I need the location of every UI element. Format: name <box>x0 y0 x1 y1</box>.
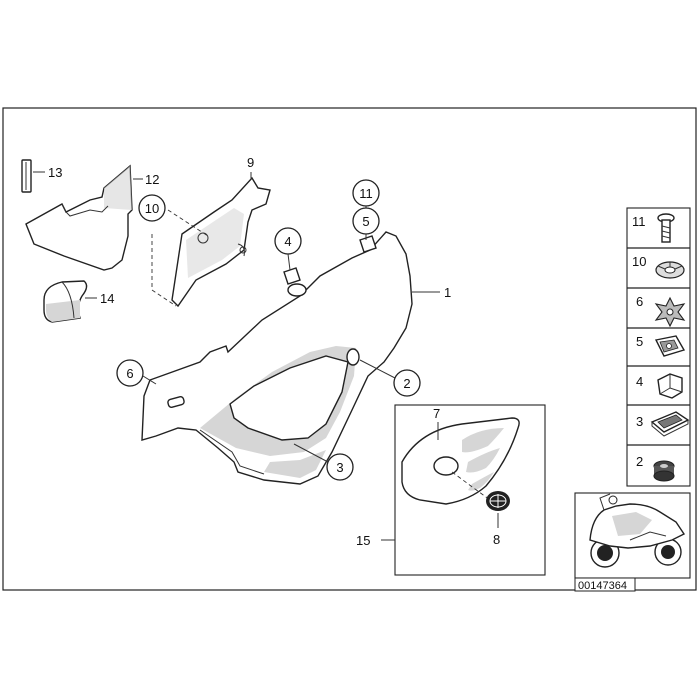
legend-label-4: 4 <box>636 374 643 389</box>
callout-14[interactable]: 14 <box>100 291 114 306</box>
small-parts-legend <box>626 207 691 487</box>
part-1-side-fairing[interactable] <box>141 231 413 485</box>
callout-3[interactable]: 3 <box>336 460 343 475</box>
part-9-inner-panel[interactable] <box>171 176 271 308</box>
lock-washer-icon[interactable] <box>655 261 685 279</box>
callout-15[interactable]: 15 <box>356 533 370 548</box>
callout-8[interactable]: 8 <box>493 532 500 547</box>
motorcycle-icon <box>589 493 686 568</box>
diagram-frame <box>2 107 697 591</box>
part-8-grille[interactable] <box>486 491 510 511</box>
part-13-strip[interactable] <box>21 159 32 193</box>
grommet-icon[interactable] <box>653 460 675 482</box>
callout-6[interactable]: 6 <box>126 366 133 381</box>
legend-label-10: 10 <box>632 254 646 269</box>
legend-label-3: 3 <box>636 414 643 429</box>
callout-2[interactable]: 2 <box>403 376 410 391</box>
diagram-id-box <box>574 577 636 592</box>
screw-icon[interactable] <box>657 213 675 243</box>
legend-label-11: 11 <box>632 214 646 229</box>
callout-9[interactable]: 9 <box>247 155 254 170</box>
callout-1[interactable]: 1 <box>444 285 451 300</box>
legend-label-2: 2 <box>636 454 643 469</box>
legend-label-6: 6 <box>636 294 643 309</box>
part-7-air-duct[interactable] <box>401 417 520 505</box>
part-12-bracket[interactable] <box>25 164 133 271</box>
star-nut-icon[interactable] <box>654 296 686 328</box>
callout-10[interactable]: 10 <box>145 201 159 216</box>
part-14-pad[interactable] <box>43 280 88 323</box>
callout-13[interactable]: 13 <box>48 165 62 180</box>
clip-nut-icon[interactable] <box>654 335 686 357</box>
callout-7[interactable]: 7 <box>433 406 440 421</box>
assembly-15-box <box>394 404 546 576</box>
callout-5[interactable]: 5 <box>362 214 369 229</box>
rubber-pad-icon[interactable] <box>650 411 690 437</box>
callout-11[interactable]: 11 <box>359 186 373 201</box>
callout-4[interactable]: 4 <box>284 234 291 249</box>
legend-label-5: 5 <box>636 334 643 349</box>
callout-12[interactable]: 12 <box>145 172 159 187</box>
diagram-id: 00147364 <box>578 580 627 592</box>
spring-clip-icon[interactable] <box>657 373 683 399</box>
